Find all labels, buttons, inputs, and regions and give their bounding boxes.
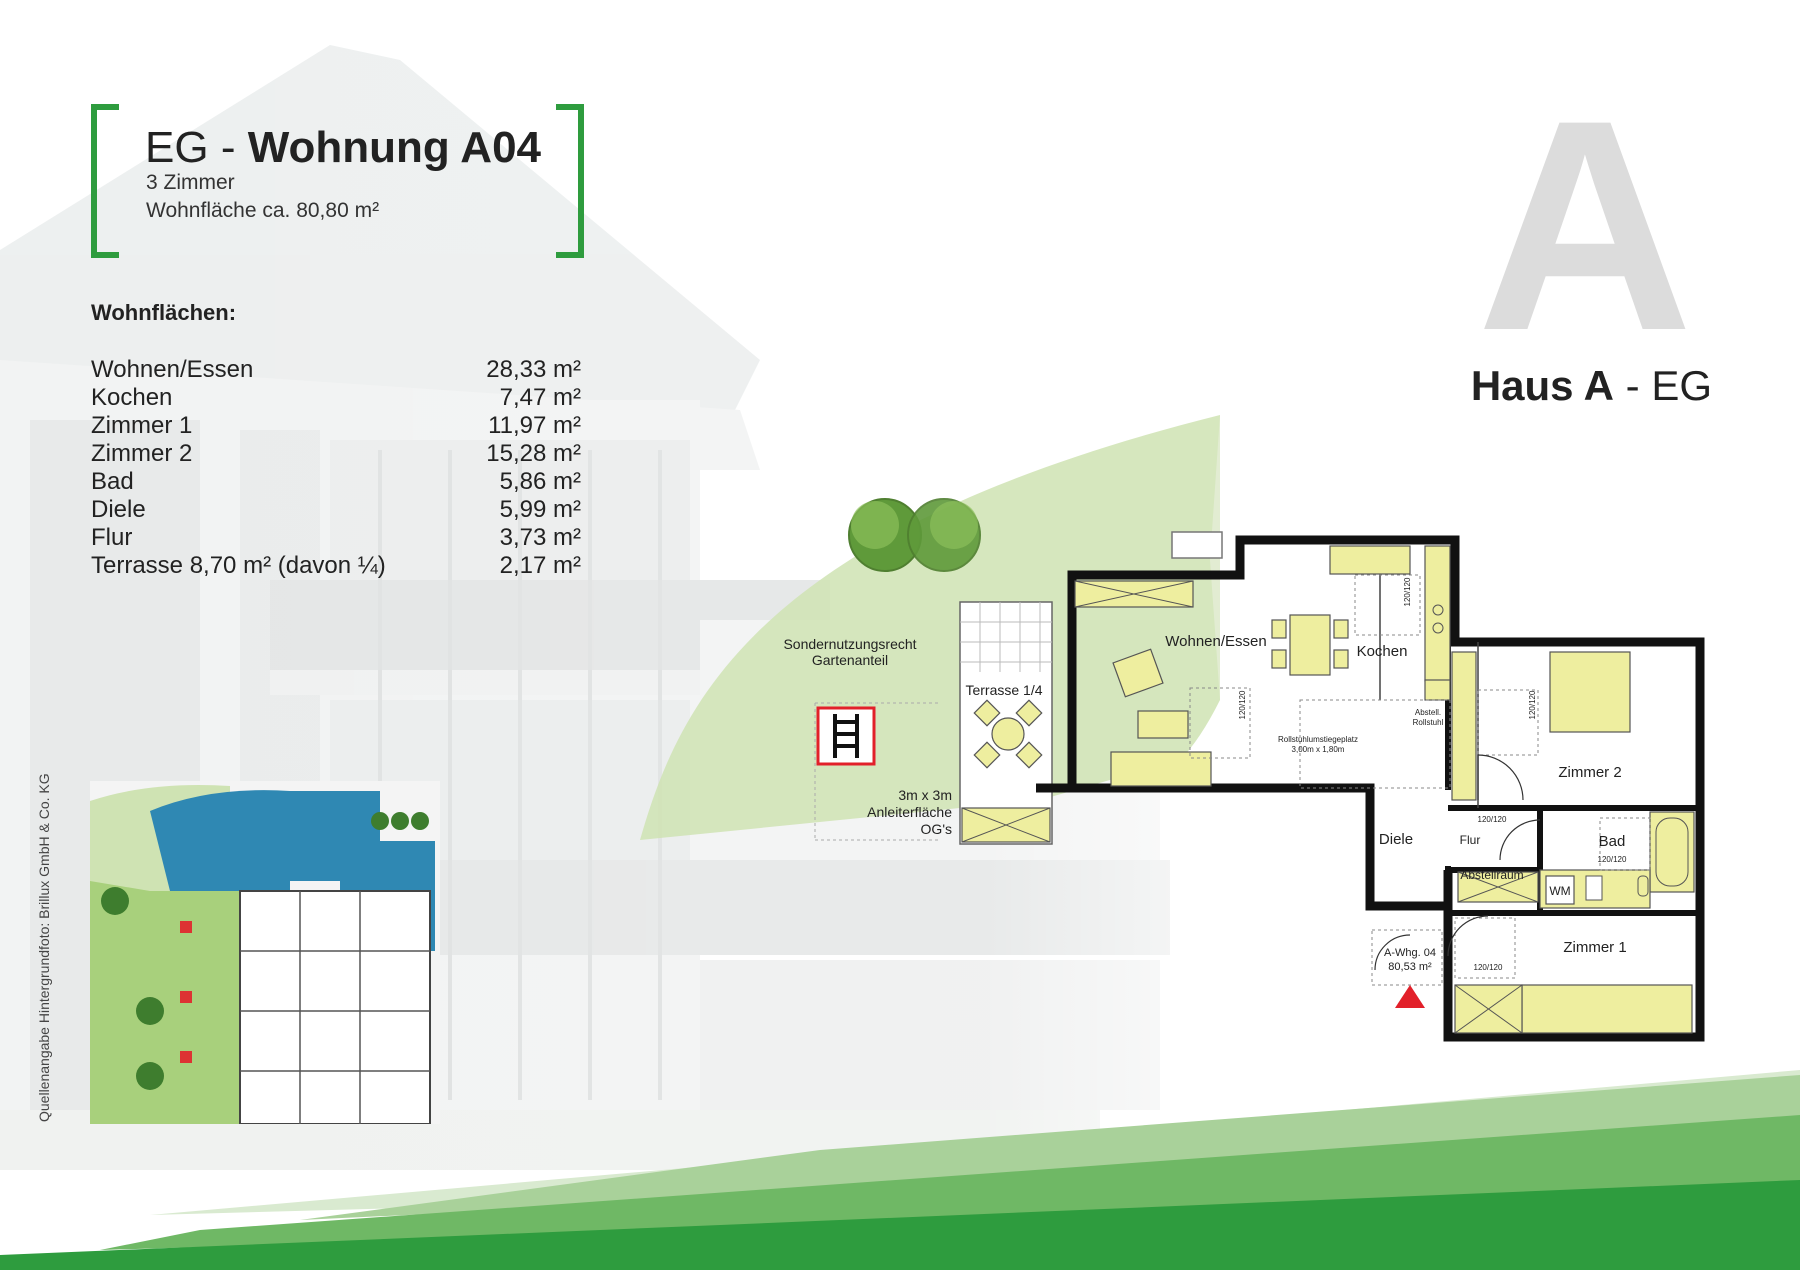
ladder-area-label-1: 3m x 3m (898, 787, 952, 803)
dim-label: 120/120 (1598, 855, 1627, 864)
ladder-area-label-2: Anleiterfläche (867, 804, 952, 820)
areas-heading: Wohnflächen: (91, 300, 237, 325)
area-value: 15,28 m² (486, 440, 581, 467)
ladder-area-label-3: OG's (921, 821, 952, 837)
label-room2: Zimmer 2 (1558, 764, 1621, 781)
mailbox-bench (1171, 531, 1223, 559)
entrance-arrow-icon (1395, 985, 1425, 1008)
label-storage: Abstellraum (1460, 868, 1523, 882)
apartment-name: Wohnung A04 (247, 123, 542, 172)
living-area: Wohnfläche ca. 80,80 m² (146, 199, 380, 222)
dim-label: 120/120 (1403, 577, 1412, 606)
label-unit-1: A-Whg. 04 (1384, 947, 1436, 959)
area-value: 28,33 m² (486, 356, 581, 383)
site-plan-thumbnail (90, 781, 440, 1124)
house-separator: - (1625, 362, 1640, 409)
area-row: Bad 5,86 m² (91, 468, 581, 496)
area-row: Diele 5,99 m² (91, 496, 581, 524)
area-value: 5,86 m² (499, 468, 581, 495)
title-bracket-right (556, 104, 584, 258)
dim-label: 120/120 (1528, 690, 1537, 719)
house-name: Haus A (1470, 362, 1614, 409)
ladder-icon (816, 706, 876, 766)
area-label: Wohnen/Essen (91, 356, 254, 383)
area-row: Wohnen/Essen 28,33 m² (91, 356, 581, 384)
label-wheelchair-2: 3,00m x 1,80m (1292, 745, 1345, 754)
house-letter: A (1476, 57, 1694, 393)
area-value: 11,97 m² (488, 412, 581, 439)
label-kitchen: Kochen (1357, 643, 1408, 660)
room-count: 3 Zimmer (146, 171, 235, 194)
dim-label: 120/120 (1474, 963, 1503, 972)
area-row: Terrasse 8,70 m² (davon ¼) 2,17 m² (91, 552, 581, 580)
label-storage-small-2: Rollstuhl (1413, 718, 1444, 727)
dim-label: 120/120 (1238, 690, 1247, 719)
tree-icon (848, 498, 922, 572)
house-floor: EG (1651, 362, 1712, 409)
floor-label: EG (145, 123, 209, 172)
area-row: Zimmer 1 11,97 m² (91, 412, 581, 440)
garden-label-2: Gartenanteil (812, 652, 888, 668)
label-corridor: Flur (1460, 833, 1481, 847)
area-row: Zimmer 2 15,28 m² (91, 440, 581, 468)
area-label: Bad (91, 468, 134, 495)
area-row: Kochen 7,47 m² (91, 384, 581, 412)
area-value: 2,17 m² (499, 552, 581, 579)
area-row: Flur 3,73 m² (91, 524, 581, 552)
dim-label: 120/120 (1478, 815, 1507, 824)
label-hall: Diele (1379, 831, 1413, 848)
area-value: 5,99 m² (499, 496, 581, 523)
area-list: Wohnen/Essen 28,33 m² Kochen 7,47 m² Zimme… (91, 356, 581, 580)
label-washer: WM (1549, 884, 1570, 898)
area-label: Flur (91, 524, 133, 551)
area-value: 3,73 m² (499, 524, 581, 551)
tree-icon (907, 498, 981, 572)
label-unit-2: 80,53 m² (1388, 961, 1432, 973)
title-separator: - (220, 123, 236, 172)
area-value: 7,47 m² (499, 384, 581, 411)
title-bracket-left (91, 104, 119, 258)
apartment-title: EG - Wohnung A04 (145, 123, 541, 173)
area-label: Zimmer 2 (91, 440, 193, 467)
label-wheelchair-1: Rollstuhlumstiegeplatz (1278, 735, 1358, 744)
area-label: Kochen (91, 384, 173, 411)
label-bath: Bad (1599, 833, 1626, 850)
label-storage-small-1: Abstell. (1415, 708, 1441, 717)
terrace-label: Terrasse 1/4 (965, 682, 1042, 698)
house-label: Haus A - EG (1462, 362, 1712, 410)
garden-label-1: Sondernutzungsrecht (783, 636, 916, 652)
terrace-table (973, 699, 1043, 769)
label-room1: Zimmer 1 (1563, 939, 1626, 956)
label-living: Wohnen/Essen (1165, 633, 1266, 650)
green-ground-stripes (0, 1070, 1800, 1270)
area-label: Diele (91, 496, 146, 523)
area-label: Terrasse 8,70 m² (davon ¼) (91, 552, 386, 579)
area-label: Zimmer 1 (91, 412, 193, 439)
